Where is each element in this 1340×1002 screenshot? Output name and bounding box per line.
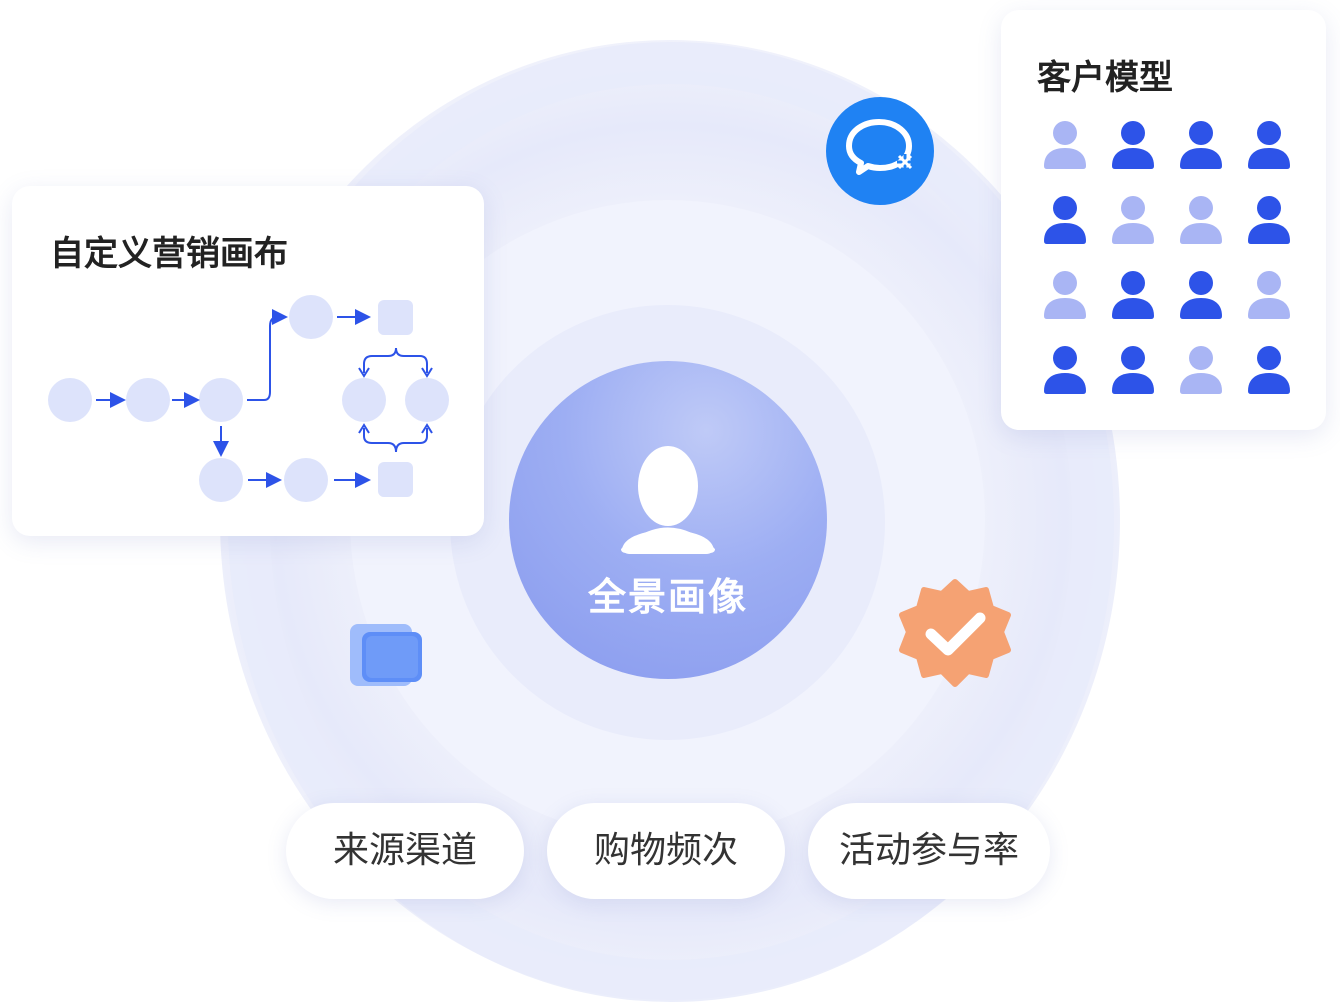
marketing-canvas-card: 自定义营销画布 [12,186,484,536]
flow-node-square [378,300,413,335]
tag-purchase-frequency[interactable]: 购物频次 [547,803,785,899]
customer-person-icon [1112,271,1154,319]
verified-badge-icon [899,579,1011,687]
person-icon [621,446,715,554]
customer-person-icon [1180,121,1222,169]
flow-node [289,295,333,339]
flow-node [284,458,328,502]
customer-person-icon [1112,346,1154,394]
customer-person-icon [1180,196,1222,244]
flow-node [405,378,449,422]
flow-node [199,458,243,502]
copy-icon [350,624,422,686]
marketing-canvas-title: 自定义营销画布 [50,234,288,274]
customer-model-title: 客户模型 [1037,58,1173,98]
customer-person-icon [1044,346,1086,394]
customer-person-icon [1112,121,1154,169]
flow-node-square [378,462,413,497]
customer-person-icon [1248,196,1290,244]
customer-person-icon [1180,346,1222,394]
customer-person-icon [1044,271,1086,319]
flow-node [126,378,170,422]
customer-person-icon [1248,121,1290,169]
customer-person-icon [1044,121,1086,169]
tag-source-channel[interactable]: 来源渠道 [286,803,524,899]
flow-node [342,378,386,422]
customer-person-icon [1248,346,1290,394]
person-grid [1001,10,1326,430]
flow-node [48,378,92,422]
customer-model-card: 客户模型 [1001,10,1326,430]
chat-icon [826,97,934,205]
portrait-core [509,361,827,679]
portrait-title: 全景画像 [587,575,748,619]
customer-person-icon [1112,196,1154,244]
tag-activity-participation[interactable]: 活动参与率 [808,803,1050,899]
customer-person-icon [1248,271,1290,319]
customer-person-icon [1180,271,1222,319]
flow-node [199,378,243,422]
customer-person-icon [1044,196,1086,244]
flow-diagram [48,295,449,502]
